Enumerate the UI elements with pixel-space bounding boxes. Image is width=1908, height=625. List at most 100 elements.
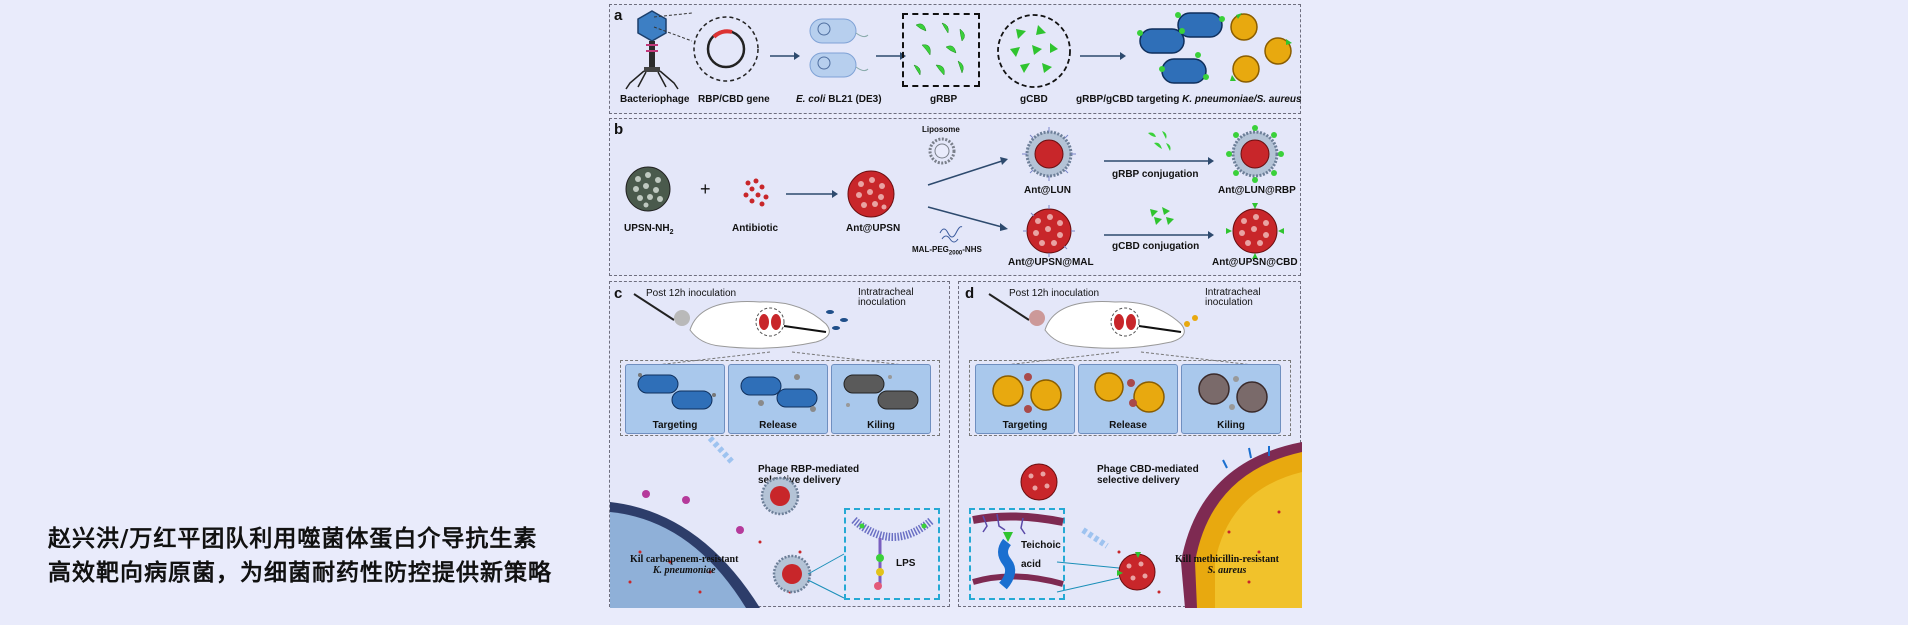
mal-tail: -NHS — [962, 245, 982, 254]
ant-upsn-cbd-label: Ant@UPSN@CBD — [1212, 257, 1298, 268]
release-bacteria-c — [740, 374, 818, 412]
steps-row-d — [969, 360, 1291, 436]
targeting-prefix: gRBP/gCBD targeting — [1076, 94, 1183, 105]
post-inoculation-c: Post 12h inoculation — [646, 288, 737, 299]
liposome-icon — [928, 137, 956, 165]
mal-main: MAL-PEG — [912, 245, 949, 254]
ant-upsn-cbd-particle-icon — [1226, 203, 1284, 259]
antibiotic-dots-icon — [743, 178, 769, 207]
teichoic-acid-label: Teichoic acid — [1021, 540, 1061, 570]
post-inoculation-d: Post 12h inoculation — [1009, 288, 1100, 299]
step-label-killing-c: Kiling — [867, 420, 895, 431]
targeted-bacteria-icon — [1137, 12, 1292, 84]
ecoli-italic: E. coli — [796, 94, 826, 105]
intra-c-line1: Intratracheal — [858, 287, 914, 298]
sa-line1: Kill methicillin-resistant — [1175, 554, 1279, 565]
lps-icon — [851, 516, 935, 590]
plus-sign: + — [700, 179, 711, 199]
teichoic-line2: acid — [1021, 559, 1042, 570]
arrow-b1 — [786, 190, 838, 198]
gcbd-label: gCBD — [1020, 94, 1048, 105]
mal-peg-label: MAL-PEG2000-NHS — [912, 245, 982, 257]
ant-lun-rbp-particle-icon — [1226, 125, 1284, 183]
ant-upsn-label: Ant@UPSN — [846, 223, 901, 234]
gene-label: RBP/CBD gene — [698, 94, 770, 105]
liposome-label: Liposome — [922, 125, 960, 134]
step-label-release-c: Release — [759, 420, 797, 431]
teichoic-line1: Teichoic — [1021, 540, 1061, 551]
upsn-particle-icon — [625, 166, 671, 212]
gcbd-conjugation-label: gCBD conjugation — [1112, 241, 1200, 252]
step-label-targeting-c: Targeting — [652, 420, 698, 431]
upsn-label: UPSN-NH2 — [624, 223, 673, 236]
staph-bacterium-d — [1020, 442, 1302, 608]
arrow-b-grbp — [1104, 157, 1214, 165]
targeting-italic: K. pneumoniae/S. aureus — [1182, 94, 1302, 105]
ant-lun-label: Ant@LUN — [1024, 185, 1071, 196]
step-release-d: Release — [1078, 364, 1178, 434]
delivery-d-line1: Phage CBD-mediated — [1097, 464, 1199, 475]
headline-line-1: 赵兴洪/万红平团队利用噬菌体蛋白介导抗生素 — [48, 526, 538, 552]
delivery-c-line2: selective delivery — [758, 475, 841, 486]
gcbd-conj-proteins — [1150, 207, 1174, 225]
panel-c-letter: c — [614, 285, 623, 302]
step-label-targeting-d: Targeting — [1002, 420, 1048, 431]
mouse-icon — [633, 293, 848, 349]
bacteriophage-icon — [625, 10, 679, 90]
steps-row-c — [620, 360, 940, 436]
bacteriophage-label: Bacteriophage — [620, 94, 690, 105]
arrow-a1 — [770, 52, 800, 60]
panel-b-letter: b — [614, 121, 624, 138]
step-label-release-d: Release — [1109, 420, 1147, 431]
ant-lun-rbp-label: Ant@LUN@RBP — [1218, 185, 1296, 196]
ecoli-icon — [809, 18, 869, 78]
teichoic-zoom-box: Teichoic acid — [969, 508, 1065, 600]
delivery-c-line1: Phage RBP-mediated — [758, 464, 860, 475]
lps-zoom-box: LPS — [844, 508, 940, 600]
killing-staph-d — [1198, 373, 1268, 413]
ecoli-label: E. coli BL21 (DE3) — [796, 94, 882, 105]
ant-lun-particle-icon — [1022, 127, 1076, 181]
step-release-c: Release — [728, 364, 828, 434]
mal-peg-icon — [939, 226, 963, 243]
targeting-bacteria-c — [637, 373, 716, 410]
ant-upsn-mal-label: Ant@UPSN@MAL — [1008, 257, 1094, 268]
sa-line2: S. aureus — [1207, 565, 1247, 576]
step-label-killing-d: Kiling — [1217, 420, 1245, 431]
targeting-staph-d — [992, 373, 1062, 413]
step-killing-c: Kiling — [831, 364, 931, 434]
arrow-b-up — [927, 157, 1008, 186]
ant-upsn-particle-icon — [847, 170, 895, 218]
teichoic-acid-icon — [972, 512, 1064, 590]
targeting-label: gRBP/gCBD targeting K. pneumoniae/S. aur… — [1076, 94, 1302, 105]
panel-d-letter: d — [965, 285, 975, 302]
step-targeting-d: Targeting — [975, 364, 1075, 434]
arrow-b-down — [927, 206, 1008, 231]
lps-label: LPS — [896, 558, 916, 569]
zoom-lines — [653, 12, 693, 42]
headline: 赵兴洪/万红平团队利用噬菌体蛋白介导抗生素 高效靶向病原菌，为细菌耐药性防控提供… — [48, 522, 608, 590]
grbp-conjugation-label: gRBP conjugation — [1112, 169, 1199, 180]
arrow-b-gcbd — [1104, 231, 1214, 239]
lung-bacterium-c — [610, 435, 845, 608]
step-killing-d: Kiling — [1181, 364, 1281, 434]
antibiotic-label: Antibiotic — [732, 223, 779, 234]
panel-a: a Bacteriophage RBP/CBD gene E. coli BL2… — [609, 4, 1302, 114]
kp-line1: Kil carbapenem-resistant — [630, 554, 739, 565]
ant-upsn-mal-particle-icon — [1023, 205, 1075, 257]
headline-line-2: 高效靶向病原菌，为细菌耐药性防控提供新策略 — [48, 560, 552, 586]
grbp-proteins-icon — [913, 22, 965, 76]
grbp-label: gRBP — [930, 94, 958, 105]
grbp-box — [902, 13, 980, 87]
upsn-main: UPSN-NH — [624, 223, 670, 234]
arrow-a3 — [1080, 52, 1126, 60]
plasmid-icon — [693, 16, 759, 82]
gcbd-proteins-icon — [997, 14, 1071, 88]
